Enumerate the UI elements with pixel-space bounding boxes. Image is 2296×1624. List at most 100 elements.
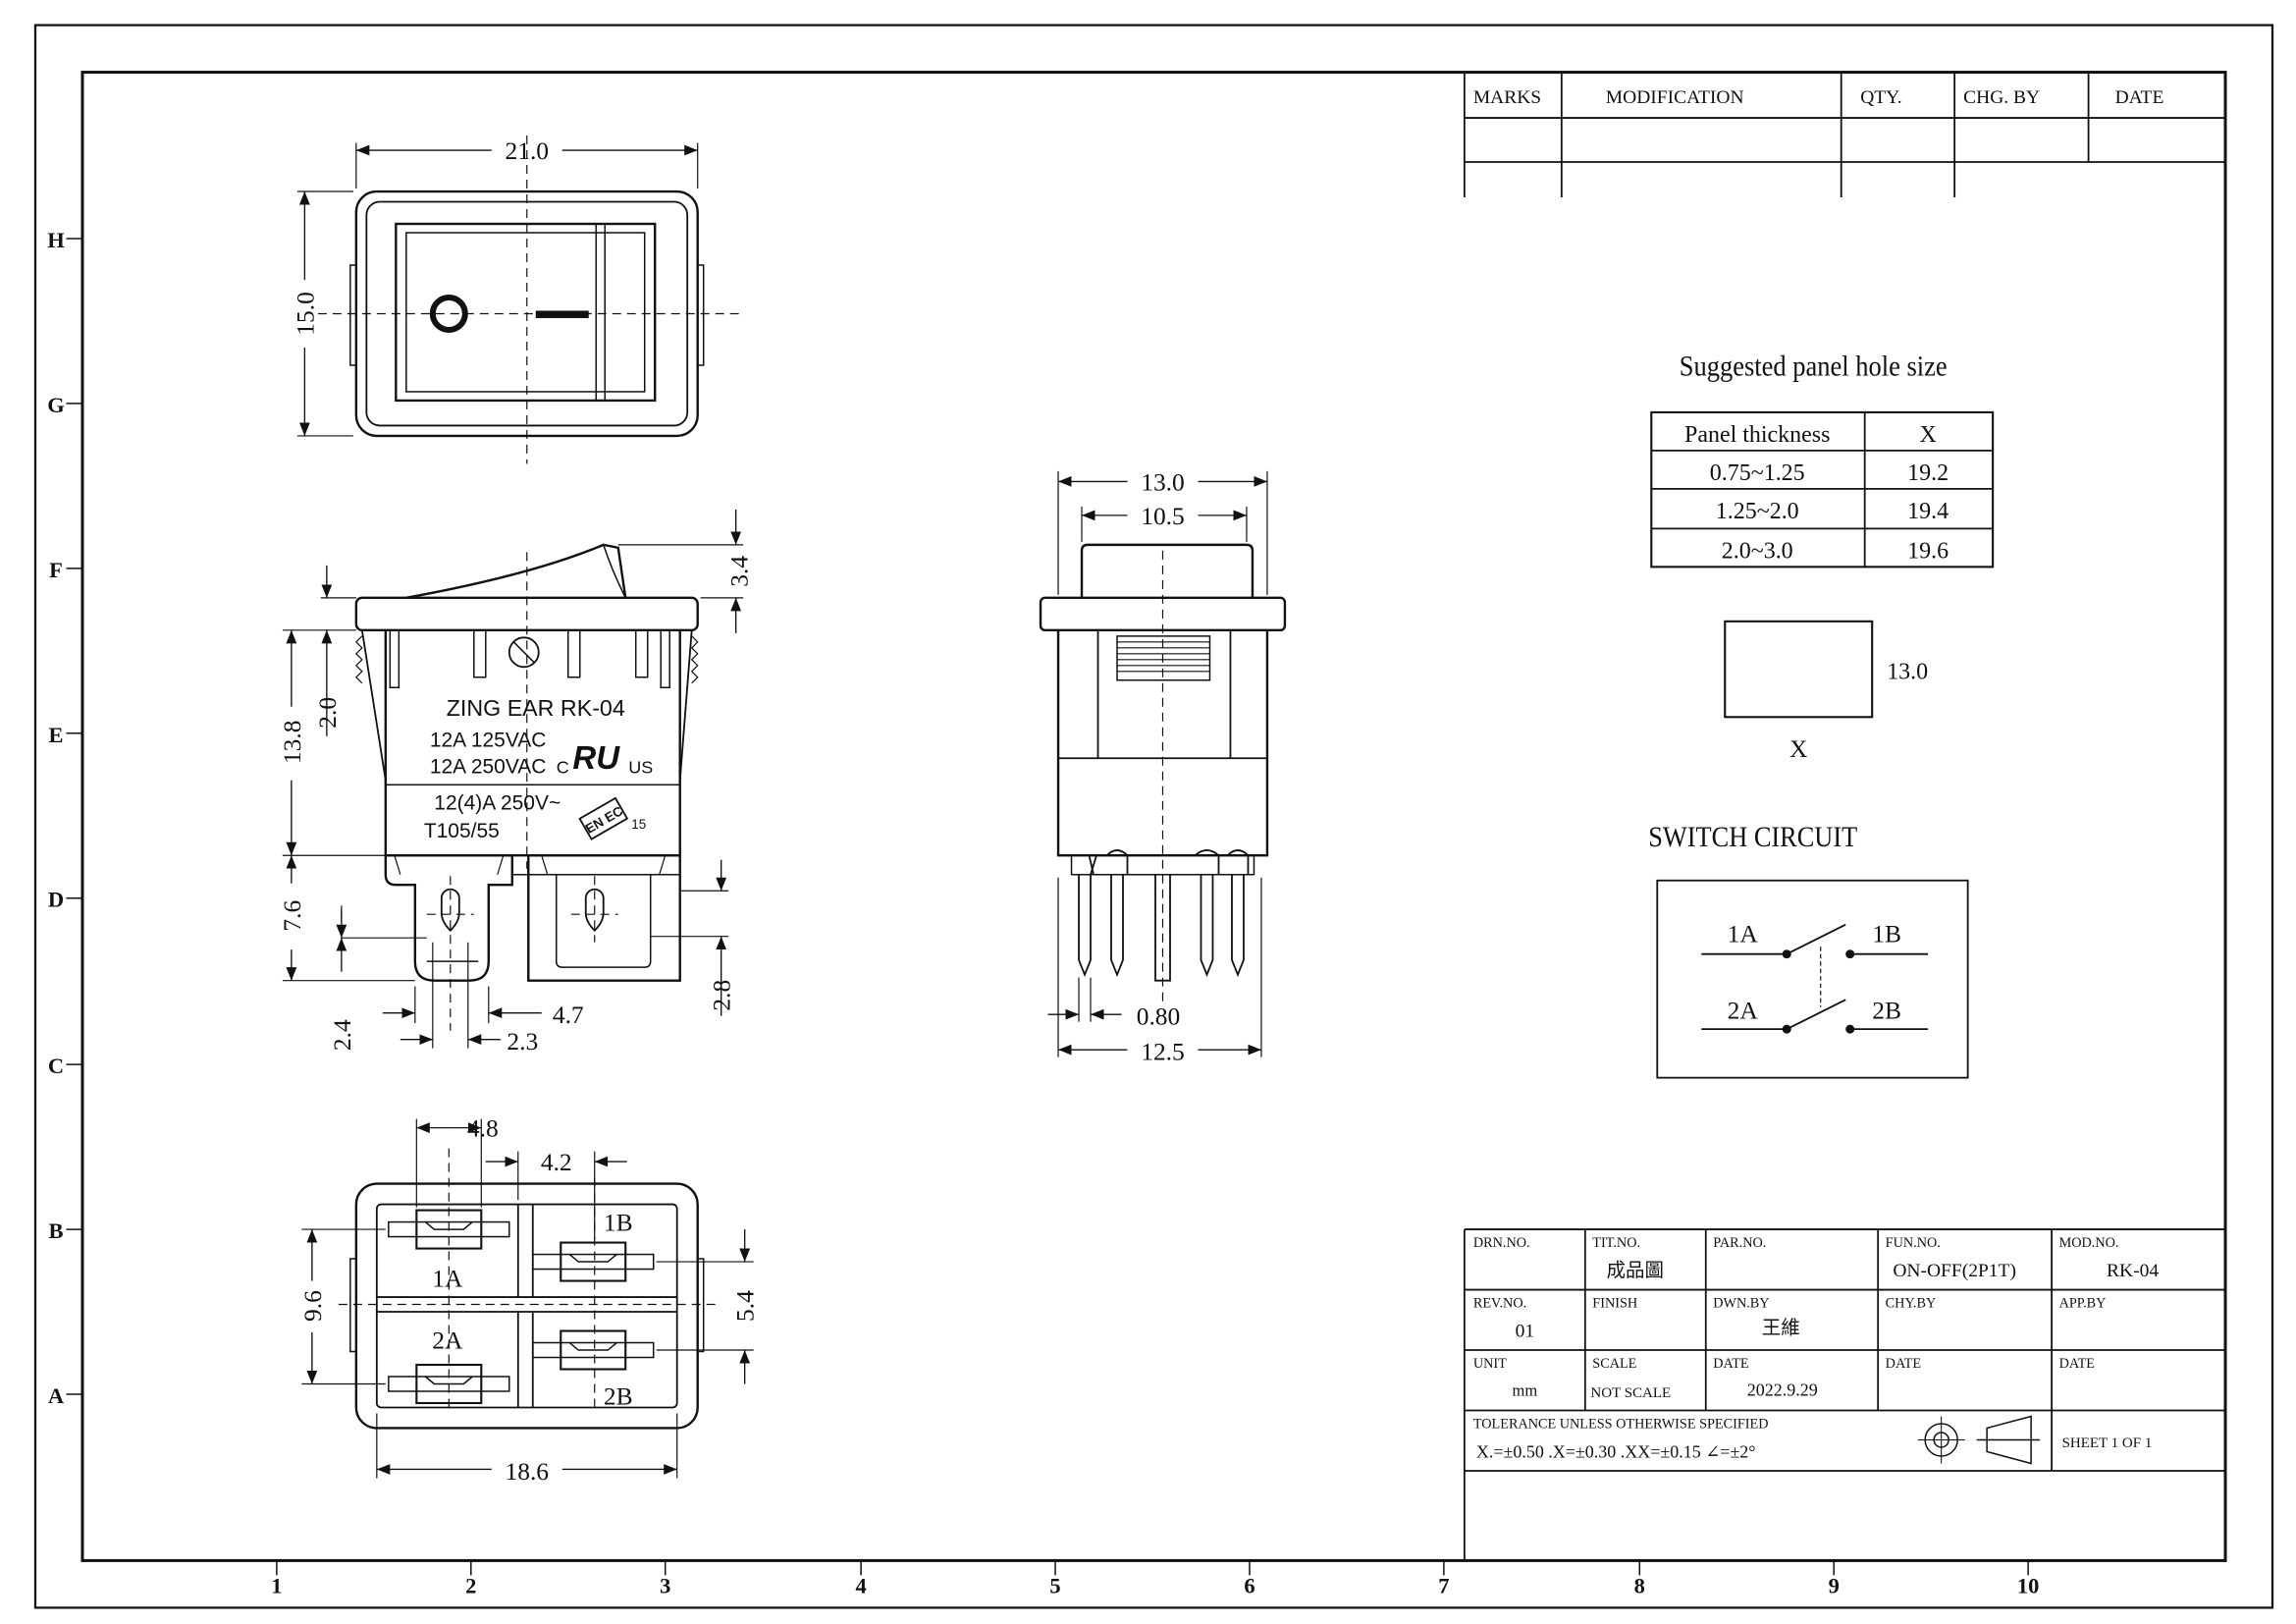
rating-250vac: 12A 250VAC bbox=[430, 755, 547, 778]
tb-date2-label: DATE bbox=[1886, 1356, 1921, 1372]
rating-12-4a: 12(4)A 250V~ bbox=[434, 792, 561, 815]
dim-rocker-height: 3.4 bbox=[725, 556, 754, 587]
rating-125vac: 12A 125VAC bbox=[430, 729, 547, 751]
dim-blade-pitch: 4.8 bbox=[467, 1114, 499, 1143]
brand-model-label: ZING EAR RK-04 bbox=[447, 695, 625, 721]
dim-side-rocker-width: 10.5 bbox=[1141, 502, 1185, 530]
front-view: ZING EAR RK-04 12A 125VAC 12A 250VAC C R… bbox=[278, 509, 754, 1056]
grid-col-10: 10 bbox=[2017, 1573, 2039, 1597]
terminal-1b-label: 1B bbox=[604, 1209, 633, 1237]
grid-col-5: 5 bbox=[1049, 1573, 1060, 1597]
terminal-2a-label: 2A bbox=[432, 1326, 463, 1355]
terminal-2b-label: 2B bbox=[604, 1381, 633, 1410]
panel-hole-row-2-thickness: 1.25~2.0 bbox=[1716, 499, 1799, 524]
grid-col-1: 1 bbox=[271, 1573, 282, 1597]
rev-header-date: DATE bbox=[2115, 87, 2164, 108]
tb-scale-label: SCALE bbox=[1592, 1356, 1636, 1372]
tb-rev-no-label: REV.NO. bbox=[1473, 1296, 1526, 1312]
panel-hole-header-thickness: Panel thickness bbox=[1684, 422, 1830, 448]
tb-finish-label: FINISH bbox=[1592, 1296, 1637, 1312]
grid-col-labels: 1 2 3 4 5 6 7 8 9 10 bbox=[271, 1560, 2039, 1597]
dim-hole-height: 2.4 bbox=[328, 1019, 356, 1051]
grid-row-d: D bbox=[48, 888, 64, 912]
tb-unit-value: mm bbox=[1513, 1380, 1538, 1399]
grid-col-3: 3 bbox=[660, 1573, 670, 1597]
tb-tit-no-value: 成品圖 bbox=[1607, 1260, 1664, 1281]
title-block: DRN.NO. TIT.NO. 成品圖 PAR.NO. FUN.NO. ON-O… bbox=[1463, 1228, 2226, 1561]
panel-hole-title: Suggested panel hole size bbox=[1680, 350, 1948, 382]
ul-us-text: US bbox=[628, 757, 653, 777]
panel-hole-section: Suggested panel hole size Panel thicknes… bbox=[1650, 350, 1995, 763]
tb-drn-no-label: DRN.NO. bbox=[1473, 1235, 1530, 1251]
grid-row-f: F bbox=[49, 558, 63, 582]
circuit-label-1a: 1A bbox=[1728, 920, 1759, 948]
grid-col-8: 8 bbox=[1634, 1573, 1645, 1597]
circuit-label-1b: 1B bbox=[1872, 920, 1901, 948]
grid-col-6: 6 bbox=[1244, 1573, 1255, 1597]
panel-hole-header-x: X bbox=[1920, 422, 1937, 448]
enec-number: 15 bbox=[631, 817, 646, 832]
tb-date3-label: DATE bbox=[2059, 1356, 2095, 1372]
switch-circuit-title: SWITCH CIRCUIT bbox=[1648, 821, 1857, 853]
tb-dwn-by-value: 王維 bbox=[1762, 1318, 1800, 1339]
grid-row-g: G bbox=[47, 393, 64, 417]
panel-hole-row-3-x: 19.6 bbox=[1907, 538, 1949, 564]
panel-hole-dim-width: X bbox=[1789, 734, 1807, 763]
tb-rev-no-value: 01 bbox=[1516, 1322, 1534, 1342]
circuit-label-2a: 2A bbox=[1728, 997, 1759, 1025]
rev-header-chg-by: CHG. BY bbox=[1963, 87, 2040, 108]
grid-row-h: H bbox=[47, 228, 65, 252]
terminal-1a-label: 1A bbox=[432, 1265, 463, 1293]
tb-date-label: DATE bbox=[1713, 1356, 1748, 1372]
tb-date-value: 2022.9.29 bbox=[1747, 1380, 1818, 1399]
dim-blade-rows: 9.6 bbox=[298, 1290, 327, 1322]
tb-mod-no-label: MOD.NO. bbox=[2059, 1235, 2119, 1251]
panel-hole-row-1-x: 19.2 bbox=[1907, 460, 1949, 486]
enec-mark-icon: EN EC bbox=[578, 796, 629, 840]
side-view: 13.0 10.5 0.80 12.5 bbox=[1039, 467, 1287, 1066]
dim-top-width: 21.0 bbox=[505, 136, 549, 165]
tb-tolerance-label: TOLERANCE UNLESS OTHERWISE SPECIFIED bbox=[1473, 1416, 1769, 1432]
panel-hole-rectangle bbox=[1724, 620, 1874, 719]
dim-terminal-length: 7.6 bbox=[278, 900, 306, 932]
dim-bottom-width: 18.6 bbox=[505, 1457, 549, 1486]
revision-table: MARKS MODIFICATION QTY. CHG. BY DATE bbox=[1463, 72, 2226, 198]
dim-body-height: 13.8 bbox=[278, 720, 306, 764]
dim-blade-offset: 4.2 bbox=[541, 1148, 572, 1176]
dim-hole-offset: 2.8 bbox=[708, 980, 736, 1011]
grid-col-2: 2 bbox=[465, 1573, 476, 1597]
tb-tit-no-label: TIT.NO. bbox=[1592, 1235, 1640, 1251]
dim-side-body-width: 13.0 bbox=[1141, 467, 1185, 496]
grid-row-labels: H G F E D C B A bbox=[47, 228, 82, 1408]
dim-bezel-thickness: 2.0 bbox=[313, 697, 342, 729]
tb-scale-value: NOT SCALE bbox=[1590, 1385, 1671, 1401]
panel-hole-row-1-thickness: 0.75~1.25 bbox=[1710, 460, 1805, 486]
rev-header-qty: QTY. bbox=[1860, 87, 1901, 108]
panel-hole-dim-height: 13.0 bbox=[1887, 659, 1928, 684]
dim-hole-width: 2.3 bbox=[507, 1027, 538, 1056]
bottom-view: 1A 1B 2A 2B 4.8 4.2 9.6 5.4 18.6 bbox=[298, 1114, 760, 1486]
grid-col-4: 4 bbox=[855, 1573, 866, 1597]
temp-rating: T105/55 bbox=[424, 820, 500, 842]
drawing-frame bbox=[33, 24, 2274, 1609]
dim-terminal-width: 4.7 bbox=[553, 1001, 584, 1029]
grid-row-a: A bbox=[48, 1383, 65, 1408]
switch-circuit-section: SWITCH CIRCUIT 1A 1B 2A 2B bbox=[1648, 821, 1969, 1079]
grid-row-b: B bbox=[48, 1218, 63, 1243]
circuit-label-2b: 2B bbox=[1872, 997, 1901, 1025]
grid-row-e: E bbox=[48, 723, 63, 747]
tb-dwn-by-label: DWN.BY bbox=[1713, 1296, 1769, 1312]
projection-symbol-icon bbox=[1917, 1415, 2041, 1465]
ul-c-text: C bbox=[557, 757, 569, 777]
rev-header-modification: MODIFICATION bbox=[1606, 87, 1744, 108]
tb-fun-no-label: FUN.NO. bbox=[1886, 1235, 1941, 1251]
dim-pin-span: 12.5 bbox=[1141, 1038, 1185, 1066]
top-view: 21.0 15.0 bbox=[291, 135, 739, 464]
terminal-1b-blade bbox=[532, 1241, 655, 1282]
tb-tolerance-values: X.=±0.50 .X=±0.30 .XX=±0.15 ∠=±2° bbox=[1476, 1441, 1756, 1461]
tb-chy-by-label: CHY.BY bbox=[1886, 1296, 1937, 1312]
panel-hole-row-2-x: 19.4 bbox=[1907, 499, 1949, 524]
ul-mark-icon: RU bbox=[572, 739, 620, 776]
tb-fun-no-value: ON-OFF(2P1T) bbox=[1893, 1261, 2016, 1281]
